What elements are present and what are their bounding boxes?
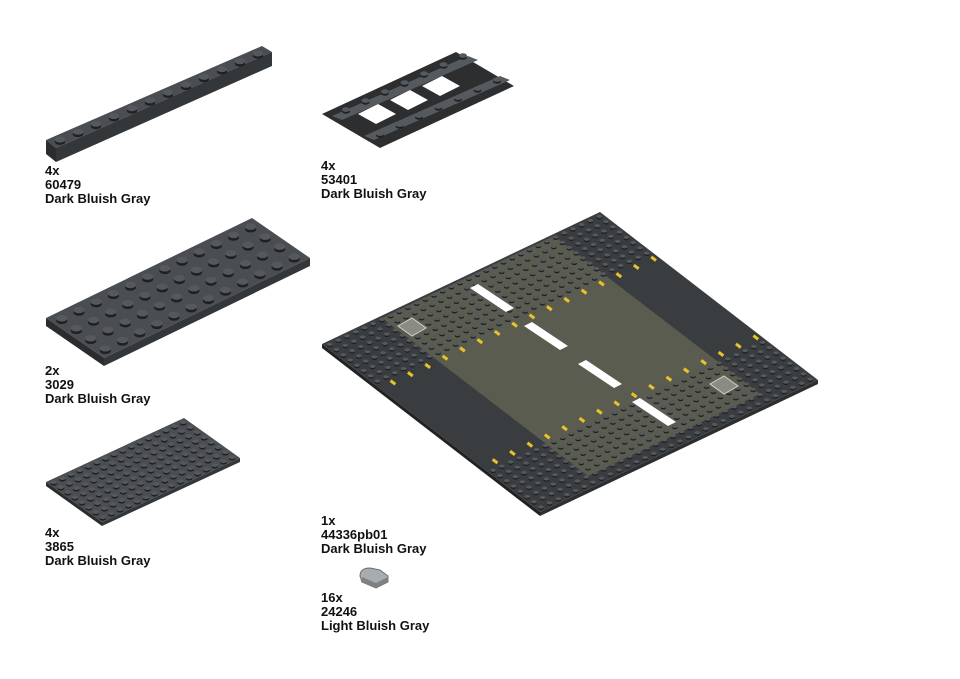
part-id: 53401 xyxy=(321,172,358,187)
plate-1x12-icon xyxy=(46,46,272,162)
part-caption-3: 4x 3865 Dark Bluish Gray xyxy=(45,526,151,568)
part-id: 3865 xyxy=(45,539,74,554)
part-color: Dark Bluish Gray xyxy=(45,191,151,206)
part-caption-4: 1x 44336pb01 Dark Bluish Gray xyxy=(321,514,427,556)
part-color: Dark Bluish Gray xyxy=(321,186,427,201)
baseplate-8x16-icon xyxy=(46,418,240,526)
part-color: Dark Bluish Gray xyxy=(321,541,427,556)
part-color: Dark Bluish Gray xyxy=(45,553,151,568)
part-qty: 4x xyxy=(321,158,336,173)
part-id: 3029 xyxy=(45,377,74,392)
part-color: Dark Bluish Gray xyxy=(45,391,151,406)
part-id: 60479 xyxy=(45,177,82,192)
plate-4x12-icon xyxy=(46,218,310,366)
part-qty: 2x xyxy=(45,363,60,378)
part-caption-5: 16x 24246 Light Bluish Gray xyxy=(321,591,429,633)
part-color: Light Bluish Gray xyxy=(321,618,430,633)
part-caption-1: 4x 53401 Dark Bluish Gray xyxy=(321,159,427,201)
part-qty: 4x xyxy=(45,163,60,178)
part-caption-2: 2x 3029 Dark Bluish Gray xyxy=(45,364,151,406)
part-id: 24246 xyxy=(321,604,358,619)
part-qty: 16x xyxy=(321,590,343,605)
part-caption-0: 4x 60479 Dark Bluish Gray xyxy=(45,164,151,206)
part-id: 44336pb01 xyxy=(321,527,388,542)
road-baseplate-icon xyxy=(322,212,818,516)
round-tile-1x1-icon xyxy=(359,567,389,589)
train-track-icon xyxy=(322,52,514,148)
part-qty: 4x xyxy=(45,525,60,540)
part-qty: 1x xyxy=(321,513,336,528)
